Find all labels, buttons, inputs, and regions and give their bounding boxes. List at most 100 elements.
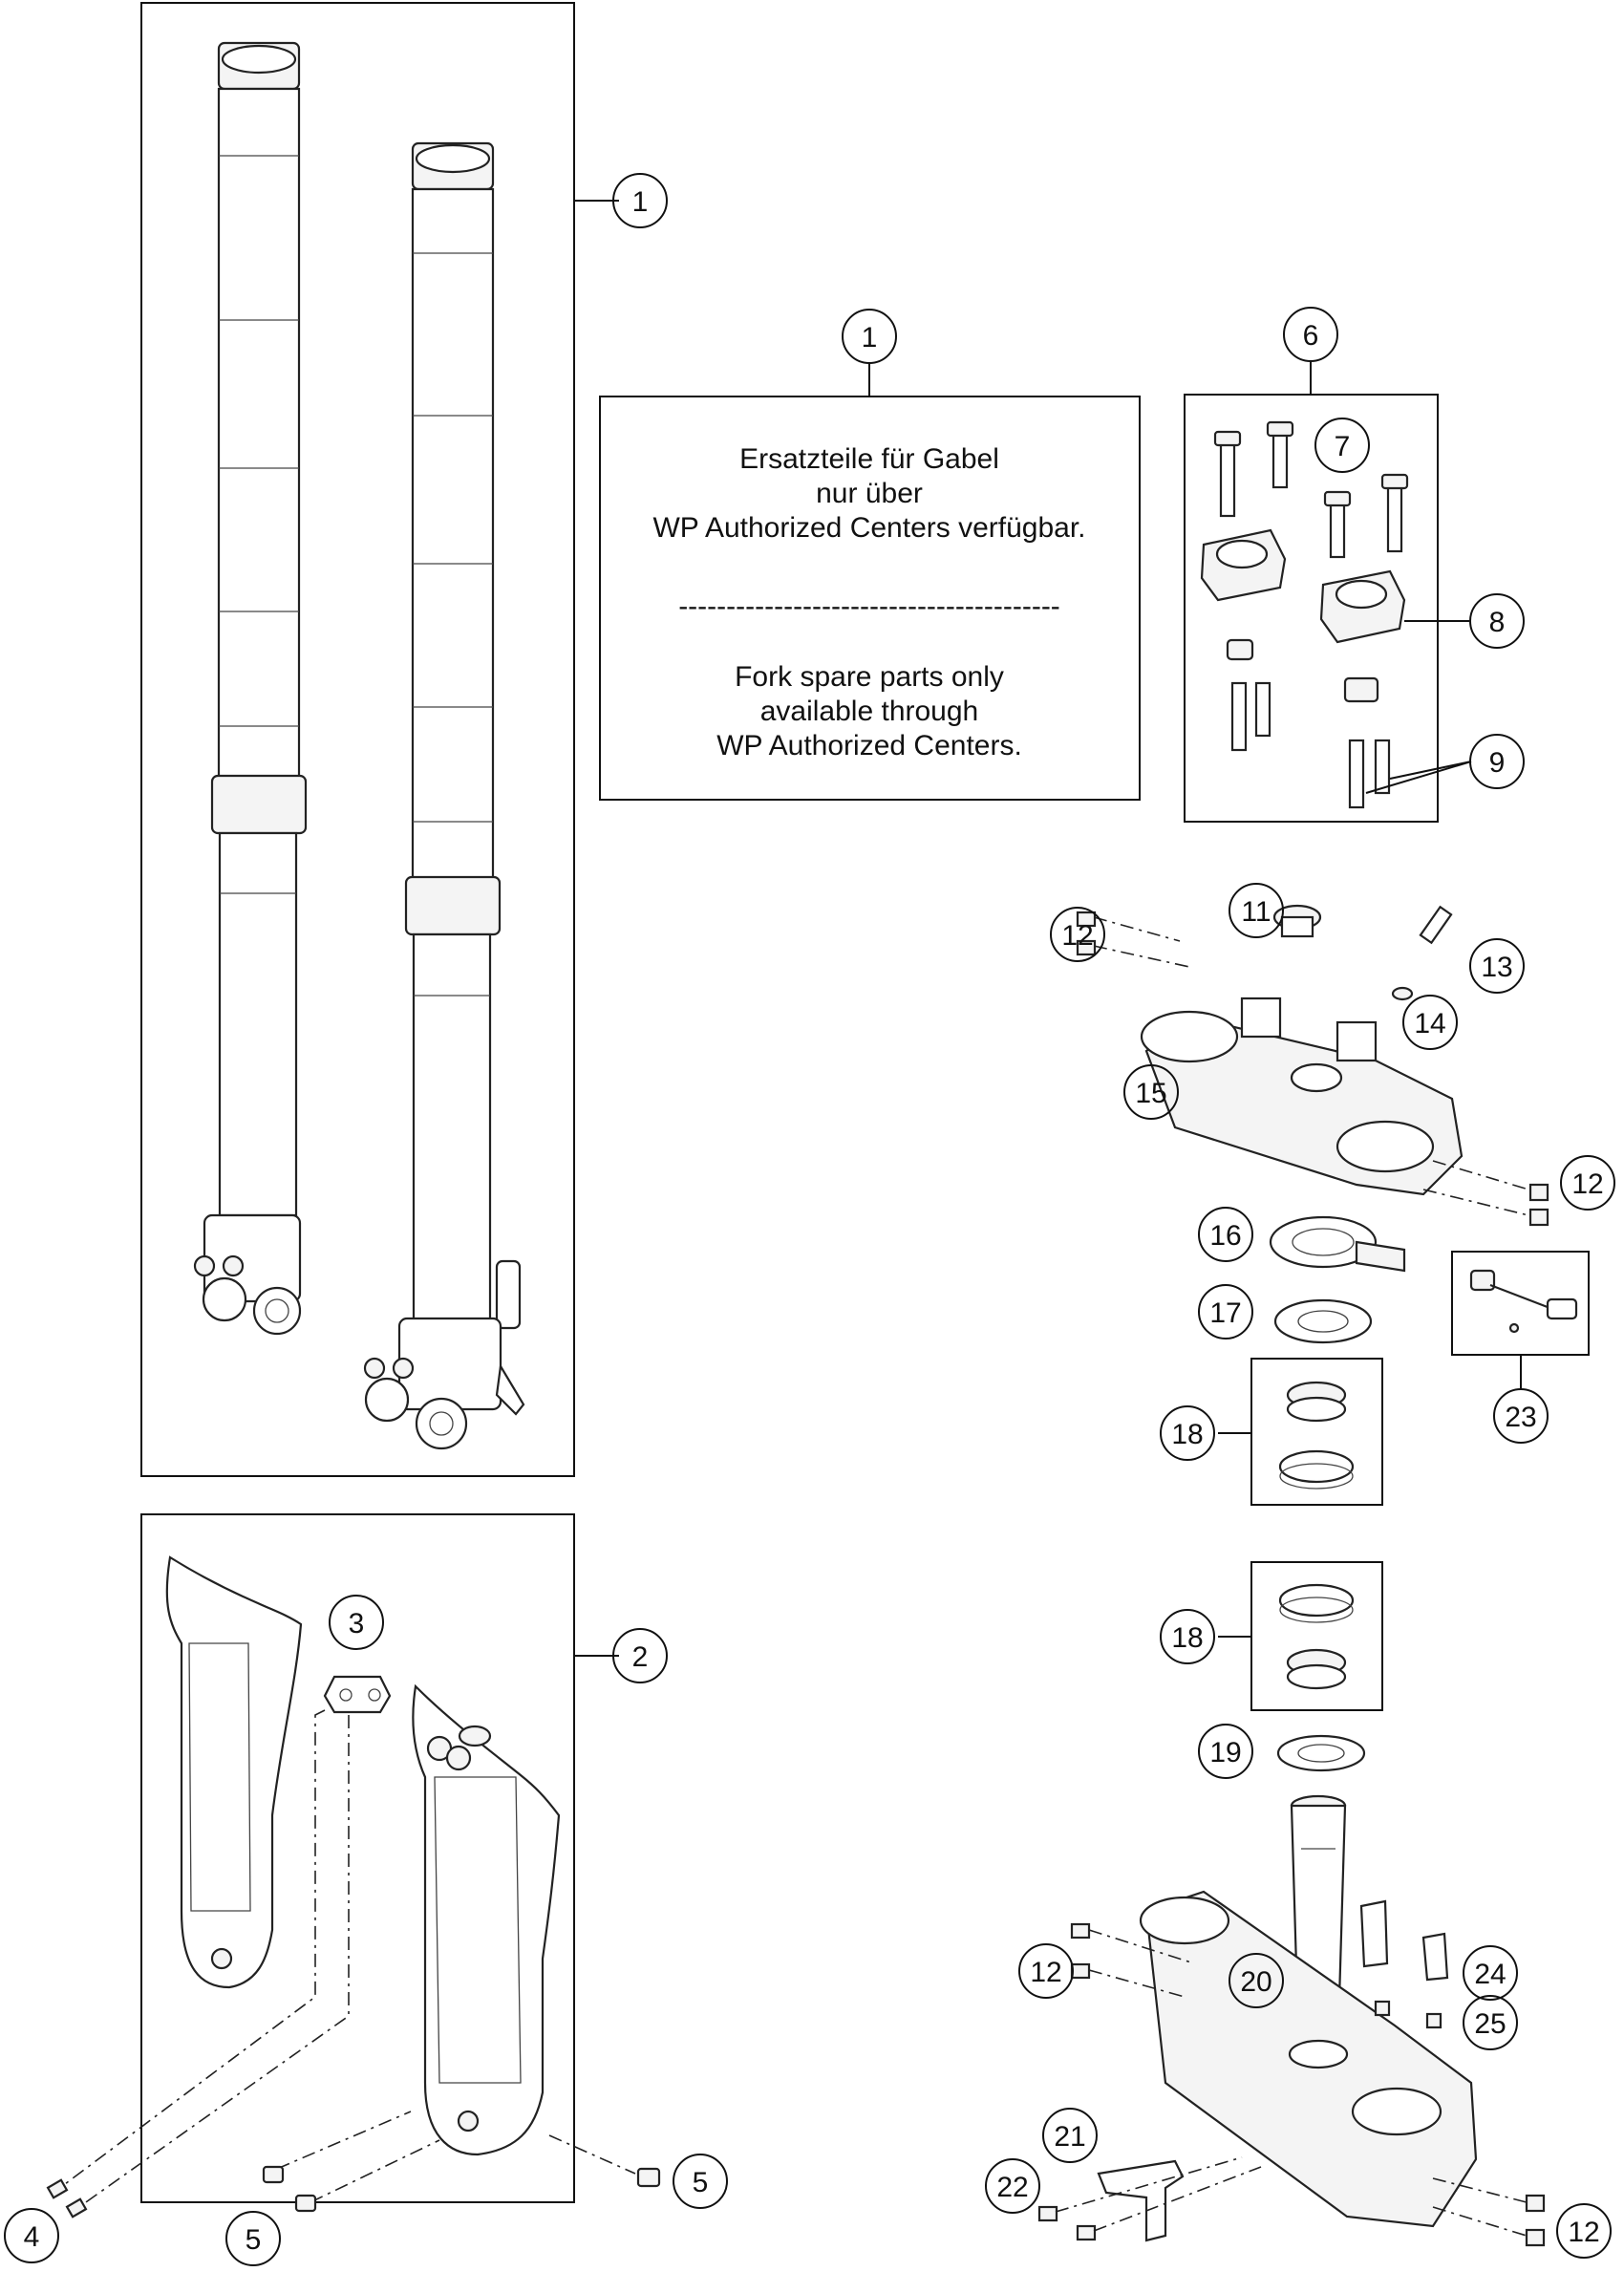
part-8-clamps[interactable]: [1200, 528, 1469, 644]
part-23-lock[interactable]: [1469, 1269, 1578, 1334]
callout-label: 20: [1240, 1966, 1271, 1998]
callout-label: 17: [1209, 1297, 1241, 1329]
callout-15[interactable]: 15: [1123, 1064, 1179, 1120]
part-11-nut[interactable]: [1272, 904, 1322, 938]
callout-4[interactable]: 4: [4, 2208, 59, 2263]
callout-18b[interactable]: 18: [1160, 1609, 1215, 1664]
part-13-bolt[interactable]: [1419, 905, 1453, 945]
part-16-steering-plate[interactable]: [1269, 1215, 1406, 1273]
callout-1a[interactable]: 1: [612, 173, 668, 228]
callout-label: 24: [1474, 1959, 1506, 1990]
fork-service-note: Ersatzteile für Gabel nur über WP Author…: [599, 363, 1141, 801]
callout-12c[interactable]: 12: [1018, 1943, 1074, 1999]
callouts: 1 1 2 3 4 5 5 6 7 8 9 11 12 12 12 12 13 …: [4, 173, 1615, 2266]
upper-triple-clamp[interactable]: [1140, 997, 1464, 1196]
part-4-screws[interactable]: [46, 2178, 88, 2218]
part-7-bolts[interactable]: [1213, 420, 1409, 559]
callout-label: 5: [693, 2167, 709, 2198]
callout-13[interactable]: 13: [1469, 938, 1525, 994]
callout-20[interactable]: 20: [1229, 1953, 1284, 2008]
part-17-seal[interactable]: [1273, 1298, 1373, 1344]
callout-label: 19: [1209, 1737, 1241, 1768]
callout-7[interactable]: 7: [1314, 418, 1370, 473]
callout-label: 8: [1489, 607, 1506, 638]
callout-24[interactable]: 24: [1463, 1945, 1518, 2001]
callout-label: 15: [1135, 1078, 1166, 1109]
part-21-bracket[interactable]: [1097, 2159, 1185, 2242]
callout-label: 12: [1571, 1168, 1603, 1200]
callout-label: 7: [1335, 431, 1351, 462]
callout-16[interactable]: 16: [1198, 1207, 1253, 1262]
callout-11[interactable]: 11: [1229, 883, 1284, 938]
part-5-screws[interactable]: [262, 2165, 661, 2213]
callout-1b[interactable]: 1: [842, 309, 897, 364]
callout-label: 1: [632, 186, 649, 218]
callout-label: 16: [1209, 1220, 1241, 1252]
callout-label: 11: [1241, 896, 1271, 928]
fork-protector-left[interactable]: [165, 1555, 303, 1989]
part-18-bearing-lower-group[interactable]: [1218, 1561, 1383, 1711]
callout-label: 1: [862, 322, 878, 354]
callout-12a[interactable]: 12: [1050, 907, 1105, 962]
callout-19[interactable]: 19: [1198, 1724, 1253, 1779]
part-14-washer[interactable]: [1391, 986, 1414, 1001]
part-25-screws[interactable]: [1374, 2000, 1442, 2029]
callout-label: 25: [1474, 2008, 1506, 2040]
callout-21[interactable]: 21: [1042, 2108, 1098, 2163]
callout-22[interactable]: 22: [985, 2158, 1040, 2214]
note-line-4: Fork spare parts only: [735, 661, 1004, 693]
part-12-bolts-upper[interactable]: [1076, 911, 1549, 1227]
part-3-clip[interactable]: [323, 1675, 392, 1714]
callout-12d[interactable]: 12: [1556, 2203, 1612, 2259]
callout-label: 18: [1171, 1419, 1203, 1450]
callout-label: 6: [1303, 320, 1319, 352]
note-line-5: available through: [760, 696, 979, 727]
callout-5b[interactable]: 5: [225, 2211, 281, 2266]
callout-label: 18: [1171, 1622, 1203, 1654]
callout-3[interactable]: 3: [329, 1595, 384, 1650]
fork-leg-right[interactable]: [363, 141, 525, 1450]
callout-label: 21: [1054, 2121, 1085, 2153]
fork-protector-right[interactable]: [412, 1683, 561, 2156]
callout-25[interactable]: 25: [1463, 1995, 1518, 2050]
note-line-3: WP Authorized Centers verfügbar.: [652, 512, 1085, 544]
callout-label: 12: [1030, 1957, 1061, 1988]
fork-protector-group: [56, 1513, 636, 2210]
callout-23[interactable]: 23: [1493, 1388, 1549, 1444]
callout-label: 12: [1568, 2217, 1599, 2248]
callout-label: 14: [1414, 1008, 1445, 1040]
part-19-seal[interactable]: [1276, 1734, 1366, 1772]
part-22-screws[interactable]: [1037, 2156, 1262, 2241]
callout-label: 12: [1061, 920, 1093, 952]
callout-8[interactable]: 8: [1469, 593, 1525, 649]
callout-label: 5: [246, 2224, 262, 2256]
callout-2[interactable]: 2: [612, 1628, 668, 1683]
note-separator: ----------------------------------------: [678, 590, 1060, 622]
callout-9[interactable]: 9: [1469, 734, 1525, 789]
steering-lock-group: [1451, 1251, 1590, 1390]
callout-label: 3: [349, 1608, 365, 1640]
fork-assembly-group: [140, 2, 619, 1477]
callout-label: 13: [1481, 952, 1512, 983]
callout-14[interactable]: 14: [1402, 995, 1458, 1050]
part-9-bolts[interactable]: [1226, 638, 1472, 809]
handlebar-clamp-group: [1184, 360, 1472, 823]
callout-label: 9: [1489, 747, 1506, 779]
lower-triple-clamp[interactable]: [1139, 1890, 1478, 2228]
callout-5a[interactable]: 5: [673, 2154, 728, 2209]
callout-6[interactable]: 6: [1283, 307, 1338, 362]
note-line-2: nur über: [816, 478, 923, 509]
part-24-clips[interactable]: [1359, 1899, 1449, 1982]
callout-label: 22: [996, 2172, 1028, 2203]
part-12-bolts-lower[interactable]: [1070, 1922, 1546, 2247]
callout-18a[interactable]: 18: [1160, 1405, 1215, 1461]
note-line-6: WP Authorized Centers.: [716, 730, 1022, 761]
fork-leg-left[interactable]: [193, 41, 308, 1336]
note-line-1: Ersatzteile für Gabel: [739, 443, 999, 475]
callout-label: 2: [632, 1641, 649, 1673]
callout-17[interactable]: 17: [1198, 1284, 1253, 1340]
part-18-bearing-upper-group[interactable]: [1218, 1358, 1383, 1506]
callout-label: 4: [24, 2221, 40, 2253]
callout-12b[interactable]: 12: [1560, 1155, 1615, 1211]
